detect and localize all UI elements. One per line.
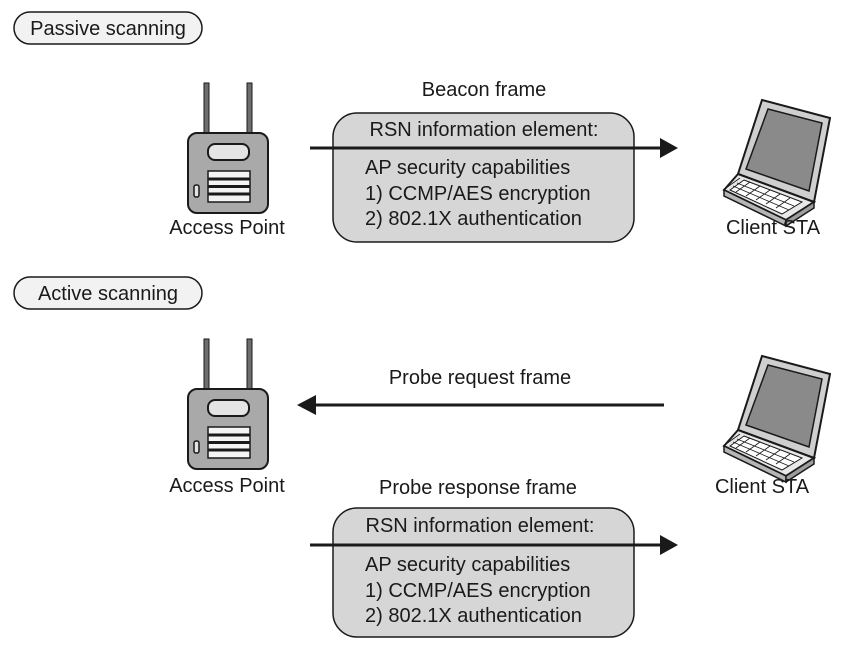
passive-section-label: Passive scanning bbox=[30, 18, 186, 40]
active-rsn-line2: 1) CCMP/AES encryption bbox=[365, 580, 591, 602]
active-rsn-line3: 2) 802.1X authentication bbox=[365, 605, 582, 627]
passive-rsn-line2: 1) CCMP/AES encryption bbox=[365, 183, 591, 205]
active-rsn-title: RSN information element: bbox=[366, 515, 595, 537]
passive-ap-label: Access Point bbox=[169, 217, 285, 239]
probe-request-label: Probe request frame bbox=[389, 367, 571, 389]
probe-response-arrowhead bbox=[660, 535, 678, 555]
probe-response-label: Probe response frame bbox=[379, 477, 577, 499]
active-access-point-icon bbox=[186, 337, 270, 471]
probe-request-arrowhead bbox=[297, 395, 316, 415]
passive-section: Passive scanning Access Point Client STA… bbox=[13, 11, 831, 243]
active-client-label: Client STA bbox=[715, 476, 810, 498]
passive-section-pill bbox=[13, 11, 203, 45]
active-client-laptop-icon bbox=[723, 355, 831, 483]
passive-rsn-title: RSN information element: bbox=[370, 119, 599, 141]
passive-rsn-box bbox=[332, 112, 635, 243]
active-section-label: Active scanning bbox=[38, 283, 178, 305]
passive-access-point-icon bbox=[186, 81, 270, 215]
active-rsn-line1: AP security capabilities bbox=[365, 554, 570, 576]
passive-client-label: Client STA bbox=[726, 217, 821, 239]
beacon-frame-label: Beacon frame bbox=[422, 79, 547, 101]
active-ap-label: Access Point bbox=[169, 475, 285, 497]
passive-rsn-line1: AP security capabilities bbox=[365, 157, 570, 179]
passive-client-laptop-icon bbox=[723, 99, 831, 227]
active-section: Active scanning Access Point Client STA … bbox=[13, 276, 831, 638]
passive-rsn-line3: 2) 802.1X authentication bbox=[365, 208, 582, 230]
active-rsn-box bbox=[332, 507, 635, 638]
beacon-arrowhead bbox=[660, 138, 678, 158]
active-section-pill bbox=[13, 276, 203, 310]
